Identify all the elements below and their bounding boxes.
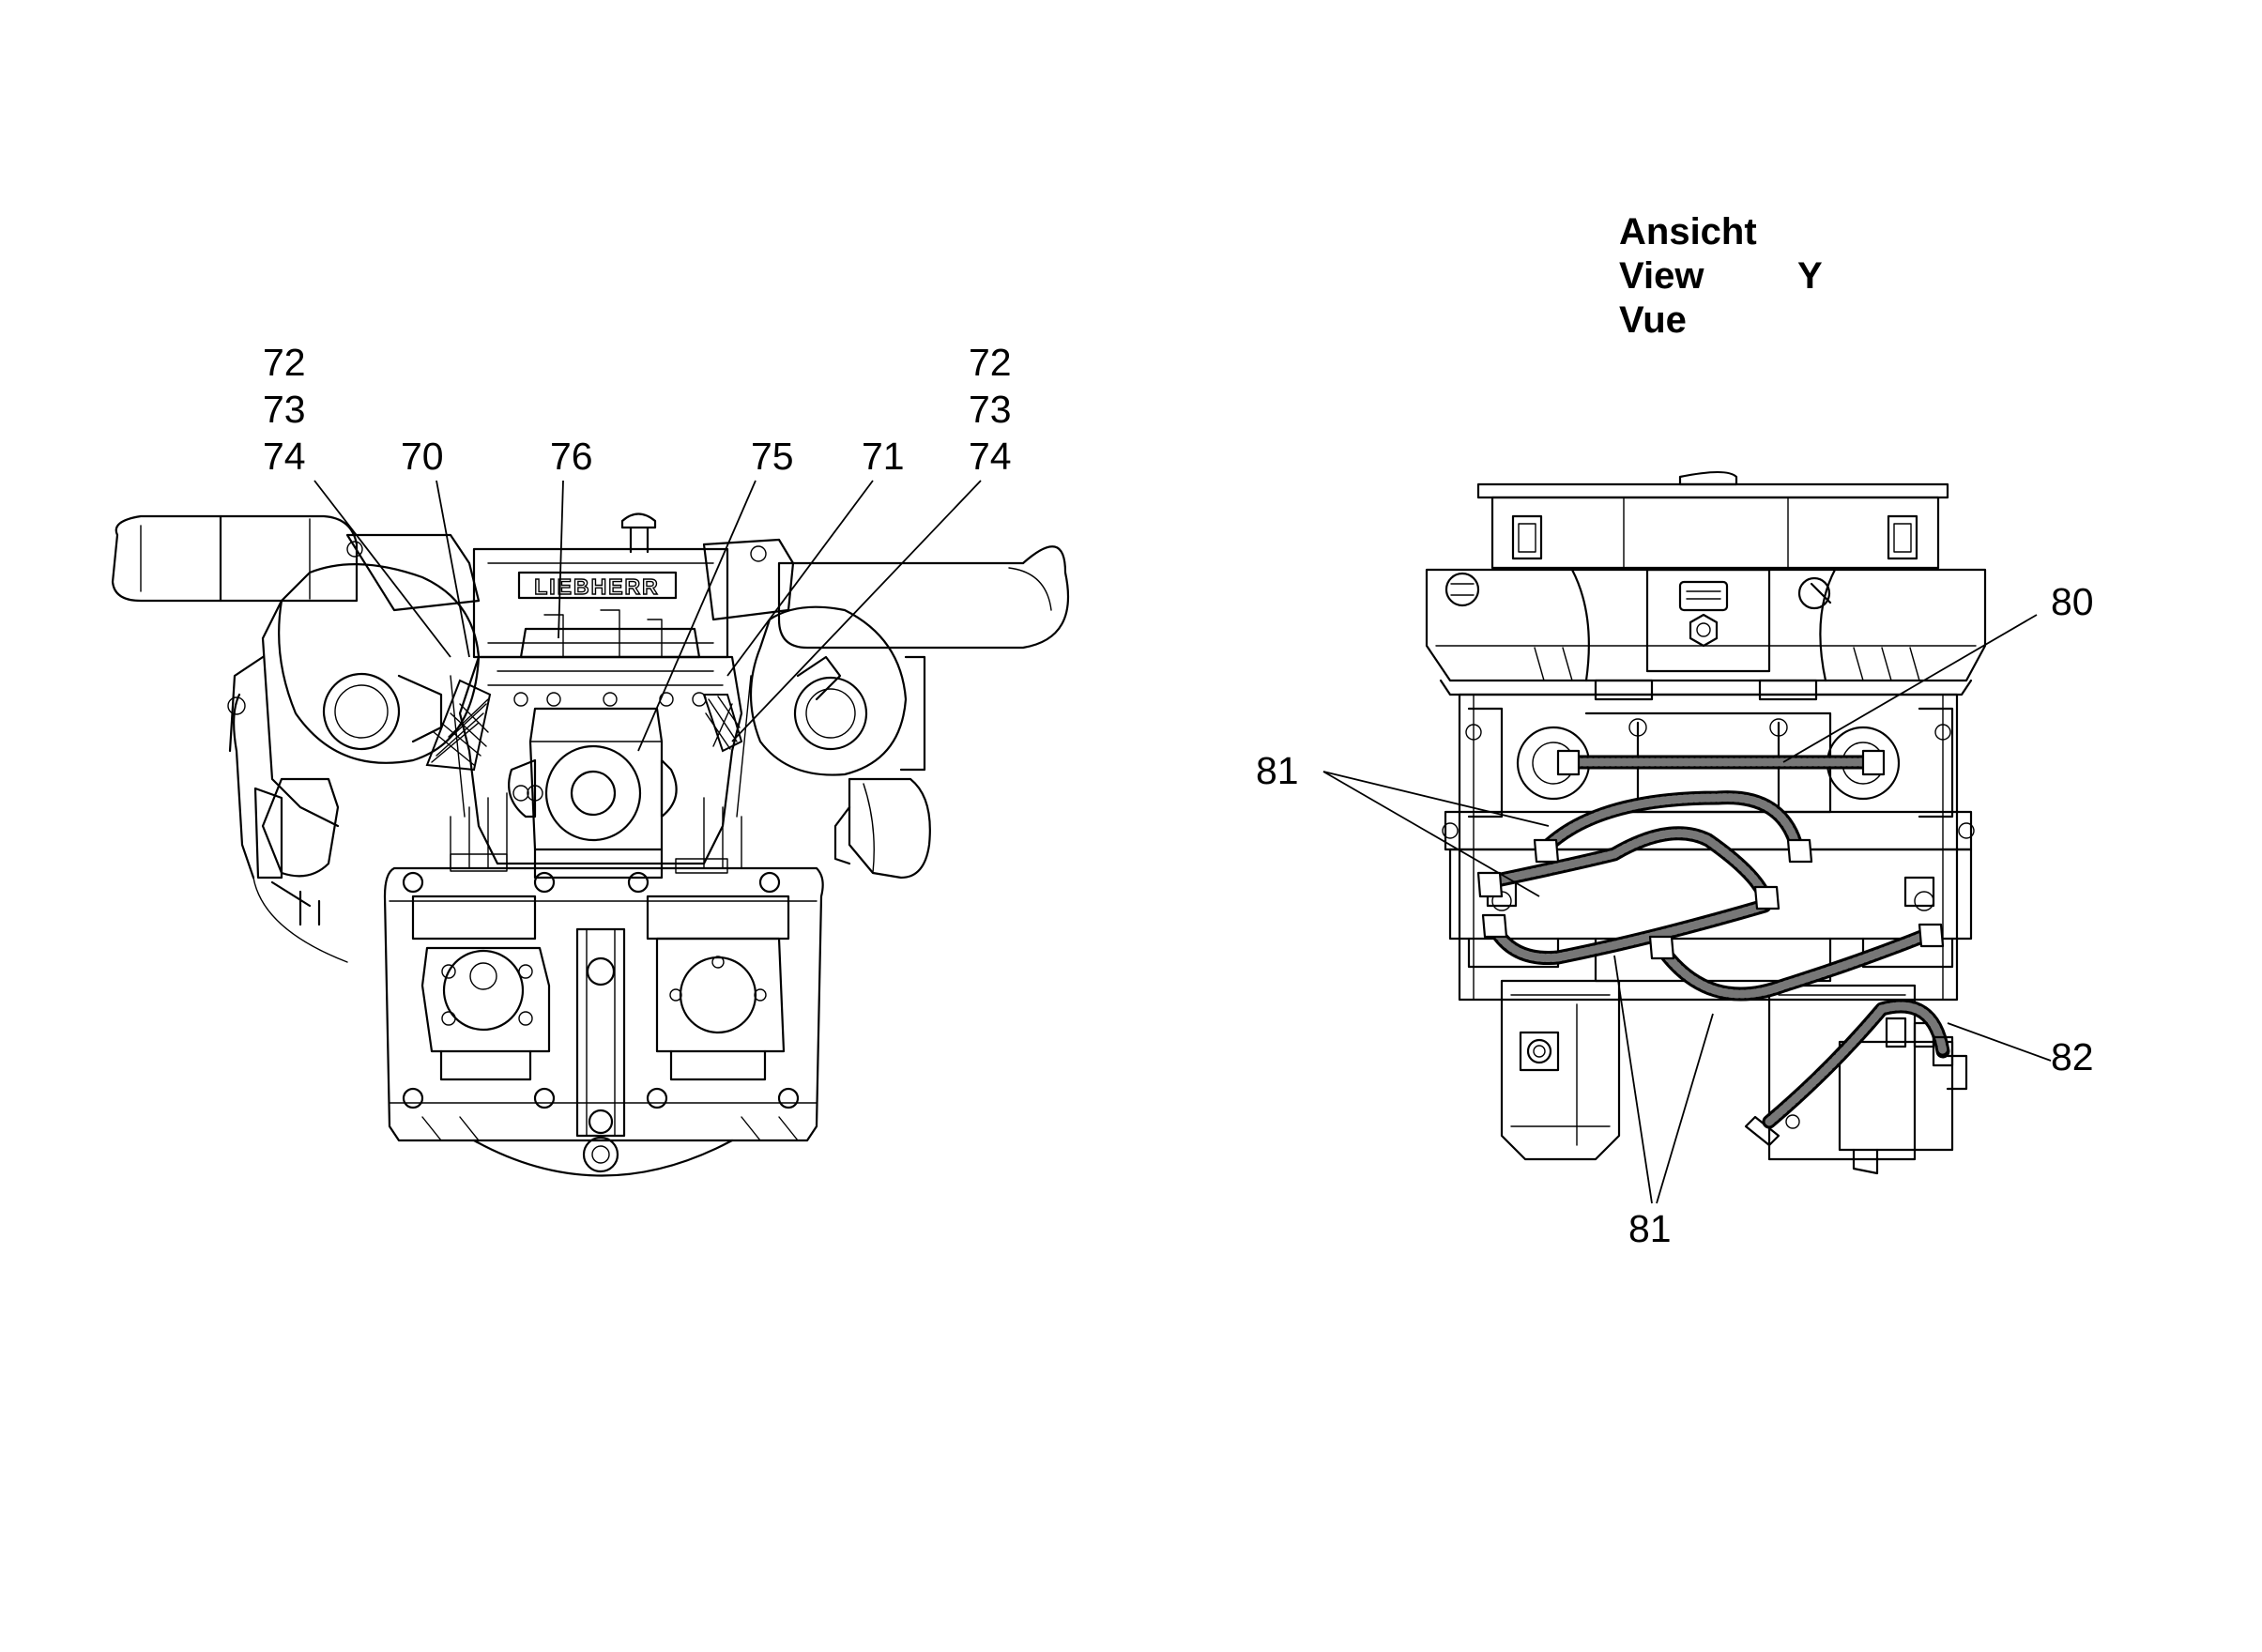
hose-81-lower <box>1485 898 1772 966</box>
view-letter: Y <box>1797 255 1823 297</box>
hose-82 <box>1744 999 1954 1147</box>
hose-81-middle <box>1480 826 1772 904</box>
bottom-left-motor <box>1500 979 1621 1161</box>
callout-73-left: 73 <box>263 388 306 431</box>
logo-plate <box>517 571 678 600</box>
right-exhaust-elbow <box>833 777 931 880</box>
right-turbocharger <box>702 538 926 776</box>
bottom-right-valve-block <box>1767 984 1968 1175</box>
hose-81-upper <box>1536 790 1805 857</box>
valve-cover: LIEBHERR <box>472 512 729 659</box>
left-intake-pipe <box>111 514 359 603</box>
view-label-ansicht: Ansicht <box>1619 211 1757 252</box>
liebherr-logo: LIEBHERR <box>534 574 660 599</box>
right-intake-pipe <box>777 545 1070 650</box>
hose-80 <box>1556 749 1886 776</box>
callout-82: 82 <box>2051 1035 2094 1078</box>
callout-76: 76 <box>550 435 593 478</box>
timing-case <box>450 609 752 865</box>
water-pump-housing <box>508 707 678 880</box>
left-turbocharger <box>228 533 481 828</box>
screen-left <box>425 679 492 772</box>
hose-81-bottom <box>1654 926 1936 1002</box>
callout-72-left: 72 <box>263 341 306 384</box>
callout-71: 71 <box>862 435 905 478</box>
callout-81-lower: 81 <box>1628 1207 1672 1250</box>
leader-lines-right <box>1322 614 2052 1204</box>
leader-lines-left <box>313 480 982 752</box>
callout-72-right: 72 <box>969 341 1012 384</box>
flywheel-housing <box>1425 470 1987 696</box>
callout-74-left: 74 <box>263 435 306 478</box>
callout-75: 75 <box>751 435 794 478</box>
callout-81-upper: 81 <box>1256 749 1299 792</box>
view-y: Ansicht View Vue Y <box>1256 211 2094 1250</box>
callout-74-right: 74 <box>969 435 1012 478</box>
view-label-view: View <box>1619 255 1704 297</box>
callout-80: 80 <box>2051 580 2094 623</box>
screen-right <box>702 694 743 753</box>
callout-70: 70 <box>401 435 444 478</box>
hydraulic-pump-housing <box>383 792 824 1177</box>
hose-fittings <box>1476 838 1945 960</box>
view-label-vue: Vue <box>1619 299 1687 341</box>
pump-gearbox <box>1442 679 1975 1002</box>
engine-front-view: LIEBHERR <box>111 341 1070 1177</box>
callout-73-right: 73 <box>969 388 1012 431</box>
left-exhaust-elbow <box>227 693 348 963</box>
